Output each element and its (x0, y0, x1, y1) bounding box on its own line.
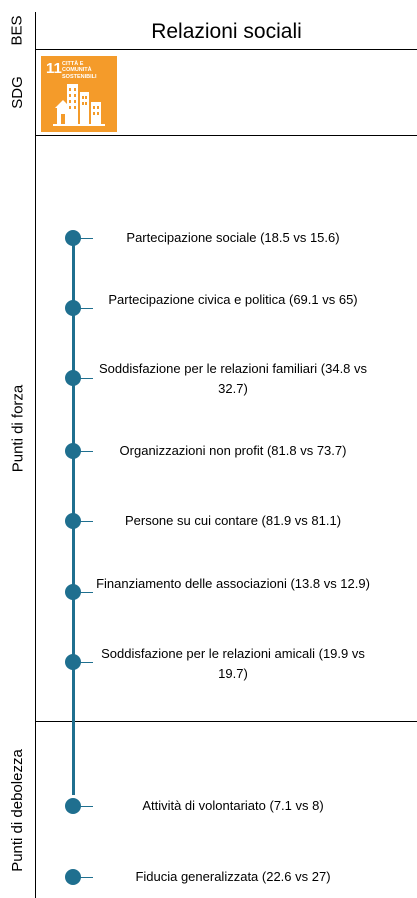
strength-item-3: Soddisfazione per le relazioni familiari… (98, 361, 368, 396)
strength-item-2: Partecipazione civica e politica (69.1 v… (108, 292, 358, 307)
timeline-tick (75, 877, 93, 878)
side-label-sdg: SDG (8, 76, 26, 109)
timeline-marker (65, 230, 81, 246)
page-title: Relazioni sociali (151, 20, 302, 43)
side-label-weaknesses-cell: Punti di debolezza (0, 722, 35, 898)
side-label-bes: BES (8, 15, 26, 46)
strength-item-4: Organizzazioni non profit (81.8 vs 73.7) (119, 443, 347, 458)
timeline-marker (65, 300, 81, 316)
weakness-item-1: Attività di volontariato (7.1 vs 8) (142, 798, 324, 813)
sdg-divider (35, 135, 417, 136)
timeline-marker (65, 584, 81, 600)
side-label-bes-cell: BES (0, 12, 35, 49)
timeline-marker (65, 654, 81, 670)
timeline-marker (65, 869, 81, 885)
timeline-marker (65, 443, 81, 459)
side-label-weaknesses: Punti di debolezza (9, 748, 26, 872)
timeline-tick (75, 378, 93, 379)
timeline-tick (75, 592, 93, 593)
timeline-tick (75, 662, 93, 663)
timeline-tick (75, 308, 93, 309)
timeline-tick (75, 521, 93, 522)
timeline-marker (65, 370, 81, 386)
timeline-tick (75, 806, 93, 807)
left-column-divider (35, 12, 36, 898)
strength-item-7: Soddisfazione per le relazioni amicali (… (101, 646, 365, 681)
timeline-tick (75, 238, 93, 239)
timeline-marker (65, 513, 81, 529)
weakness-item-2: Fiducia generalizzata (22.6 vs 27) (135, 869, 331, 884)
header-divider (35, 49, 417, 50)
section-divider (35, 721, 417, 722)
timeline-marker (65, 798, 81, 814)
strength-item-5: Persone su cui contare (81.9 vs 81.1) (124, 513, 342, 528)
sdg-11-badge: 11 CITTÀ E COMUNITÀ SOSTENIBILI (41, 56, 117, 132)
city-buildings-icon (53, 84, 105, 126)
side-label-sdg-cell: SDG (0, 50, 35, 135)
sdg-number: 11 (46, 60, 62, 77)
strength-item-1: Partecipazione sociale (18.5 vs 15.6) (126, 230, 340, 245)
timeline-tick (75, 451, 93, 452)
side-label-strengths: Punti di forza (9, 384, 27, 473)
sdg-label: CITTÀ E COMUNITÀ SOSTENIBILI (62, 61, 97, 80)
side-label-strengths-cell: Punti di forza (0, 136, 35, 721)
strength-item-6: Finanziamento delle associazioni (13.8 v… (96, 576, 370, 591)
